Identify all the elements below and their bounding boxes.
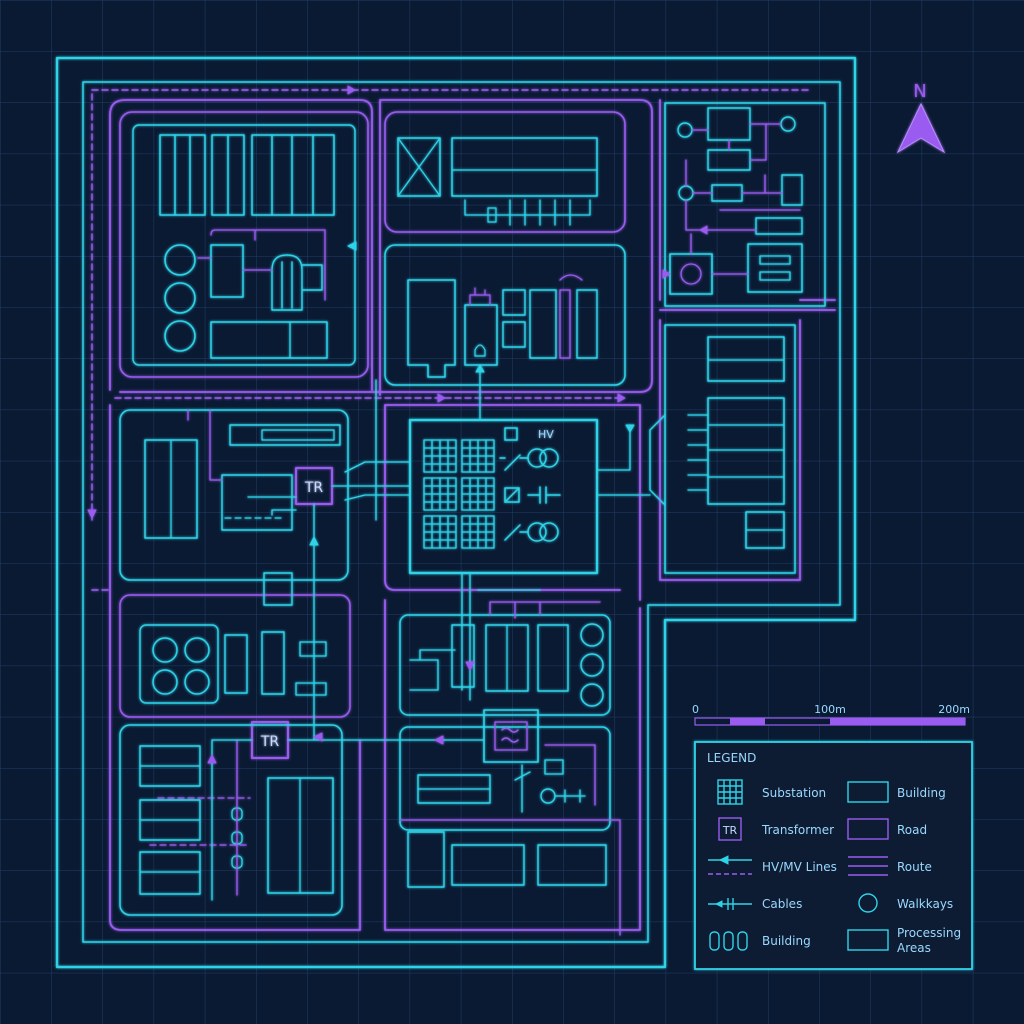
transformer-2-label: TR [260,734,280,750]
feeder-lines [211,364,651,901]
route-lines-icon [848,856,888,876]
equipment-inductor [483,709,539,763]
block-s-bottom-2 [451,844,525,886]
site-boundary-outer [55,56,857,969]
legend-label-building-tanks: Building [762,934,811,948]
legend-label-processing: Processing Areas [897,926,965,955]
feeder-arrows [309,241,635,546]
site-boundary-inner [82,81,841,943]
scale-tick-2: 200m [938,703,970,716]
legend-label-road: Road [897,823,927,837]
transformer-icon-text: TR [722,824,738,837]
loading-bays [464,199,591,226]
building-n-long [451,137,598,197]
feeder-arrows-violet [87,85,708,764]
building-n2-1 [407,279,456,378]
legend: LEGEND [694,741,973,970]
building-rect-icon [847,781,889,803]
compass: N [896,81,946,154]
links-ne [685,123,801,275]
links-nw [197,229,326,301]
transformer-1-label: TR [304,480,324,496]
block-n2 [384,244,626,386]
legend-label-walkways: Walkkays [897,897,953,911]
block-s-bottom-1 [407,831,445,888]
legend-label-substation: Substation [762,786,826,800]
block-s-bottom-3 [537,844,607,886]
block-s-low [399,726,611,831]
processing-area-icon [847,929,889,951]
hv-symbols [499,427,561,542]
transformer-icon [718,817,742,841]
road-network [109,99,836,931]
north-arrow-icon [896,102,946,154]
scale-bar: 0 100m 200m [692,703,970,726]
scale-tick-1: 100m [814,703,846,716]
pump-nw [271,254,323,311]
legend-title: LEGEND [707,751,756,765]
cable-icon [708,898,752,910]
storage-racks [159,134,335,216]
equipment-nw-1 [210,244,244,298]
road-rect-icon [847,818,889,840]
legend-label-hv-lines: HV/MV Lines [762,860,837,874]
block-w-mid [119,409,349,581]
compass-north-label: N [913,81,926,102]
substation-hv-label: HV [538,428,554,441]
legend-label-processing-line2: Areas [897,941,931,955]
building-xbox [397,137,441,197]
tanks-nw [164,244,196,352]
legend-label-processing-line1: Processing [897,926,961,940]
block-sw [119,724,343,916]
perimeter-route-dashed [91,89,811,521]
scale-tick-0: 0 [692,703,699,716]
substation-main [408,418,599,575]
building-n2-2 [464,304,498,366]
block-s-mid [399,614,611,716]
walkway-circle-icon [858,893,878,913]
legend-label-route: Route [897,860,932,874]
building-e-racks [707,397,785,505]
block-n [384,111,626,233]
hv-line-icon [708,855,752,875]
substation-grid-icon [717,779,743,805]
switchgear-grid [423,439,495,549]
legend-label-building: Building [897,786,946,800]
legend-label-transformer: Transformer [761,823,834,837]
block-w-low [119,594,351,718]
tank-building-icon [709,931,748,951]
block-e [664,324,796,574]
equipment-nw-2 [210,321,328,359]
block-ne [664,102,826,307]
block-nw [119,111,369,378]
legend-label-cables: Cables [762,897,802,911]
